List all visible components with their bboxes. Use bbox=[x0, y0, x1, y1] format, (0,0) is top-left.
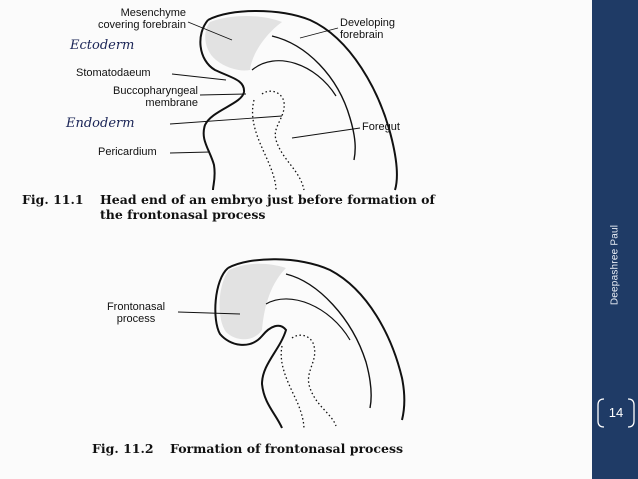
label-foregut: Foregut bbox=[362, 121, 400, 133]
caption-fig-11-2-text: Formation of frontonasal process bbox=[170, 441, 404, 456]
fig1-leader-mesenchyme bbox=[187, 21, 233, 41]
fig2-forebrain-curve bbox=[285, 273, 372, 409]
fig2-foregut-dotted bbox=[291, 334, 337, 427]
fig1-stomatodaeum-contour bbox=[199, 19, 246, 191]
figure-area: Mesenchyme covering forebrain Developing… bbox=[22, 7, 512, 456]
caption-fig-11-1-number: Fig. 11.1 bbox=[22, 192, 84, 207]
label-pericardium: Pericardium bbox=[98, 146, 157, 158]
fig1-foregut-dotted bbox=[261, 90, 305, 191]
caption-fig-11-2-number: Fig. 11.2 bbox=[92, 441, 154, 456]
label-endoderm: Endoderm bbox=[66, 116, 135, 131]
fig1-foregut-dotted-inner bbox=[252, 99, 277, 191]
label-mesenchyme: Mesenchyme covering forebrain bbox=[97, 7, 186, 31]
fig2-forebrain-inner bbox=[265, 298, 351, 341]
caption-fig-11-1-line2: the frontonasal process bbox=[100, 207, 266, 222]
caption-fig-11-2: Fig. 11.2 Formation of frontonasal proces… bbox=[92, 441, 512, 456]
fig1-leader-stomatodaeum bbox=[171, 73, 227, 81]
fig1-mesenchyme-region bbox=[205, 16, 282, 71]
fig2-outer-outline bbox=[227, 258, 406, 421]
label-buccopharyngeal: Buccopharyngeal membrane bbox=[112, 85, 198, 109]
author-name: Deepashree Paul bbox=[609, 224, 621, 306]
fig1-forebrain-curve bbox=[271, 35, 356, 161]
caption-fig-11-1: Fig. 11.1 Head end of an embryo just befo… bbox=[22, 192, 482, 222]
caption-fig-11-1-line1: Head end of an embryo just before format… bbox=[100, 192, 435, 207]
fig2-frontonasal-region bbox=[219, 263, 286, 340]
fig1-outer-outline bbox=[207, 10, 398, 191]
fig1-forebrain-inner bbox=[251, 60, 337, 97]
page-number-bracket-icon bbox=[597, 398, 635, 428]
label-stomatodaeum: Stomatodaeum bbox=[76, 67, 151, 79]
fig1-leader-bucco bbox=[199, 93, 247, 96]
fig1-leader-endoderm bbox=[169, 115, 283, 125]
label-ectoderm: Ectoderm bbox=[70, 38, 135, 53]
fig2-leader-frontonasal bbox=[177, 311, 241, 315]
embryo-diagrams bbox=[169, 10, 406, 431]
fig2-foregut-dotted-inner bbox=[280, 345, 305, 431]
label-frontonasal: Frontonasal process bbox=[106, 301, 166, 325]
fig1-leader-pericardium bbox=[169, 151, 211, 154]
fig1-leader-foregut bbox=[291, 127, 361, 139]
label-developing-forebrain: Developing forebrain bbox=[340, 17, 396, 41]
fig2-frontonasal-contour bbox=[214, 267, 288, 429]
fig1-leader-forebrain bbox=[299, 27, 339, 39]
page-number: 14 bbox=[608, 405, 624, 420]
